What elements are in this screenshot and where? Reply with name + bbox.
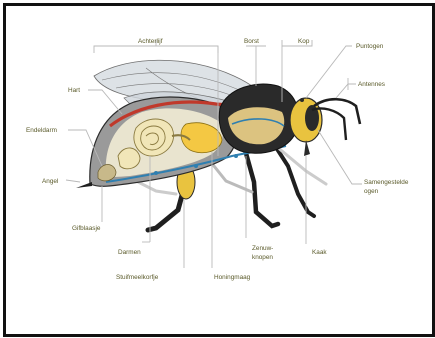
ocelli: [300, 98, 304, 102]
label-honingmaag: Honingmaag: [214, 274, 251, 281]
thorax: [219, 84, 298, 153]
label-zenuwknopen-line2: knopen: [252, 254, 273, 261]
label-zenuwknopen-line1: Zenuw-: [252, 245, 273, 252]
label-endeldarm: Endeldarm: [26, 127, 57, 134]
label-hart: Hart: [68, 87, 80, 94]
diagram-canvas: Achterlijf Borst Kop Puntogen Antennes H…: [6, 6, 432, 334]
label-kaak: Kaak: [312, 249, 327, 256]
head: [290, 98, 360, 156]
label-samengestelde-ogen-line1: Samengestelde: [364, 179, 409, 186]
label-angel: Angel: [42, 178, 58, 185]
diagram-frame: Achterlijf Borst Kop Puntogen Antennes H…: [3, 3, 435, 337]
bee-anatomy-diagram: Achterlijf Borst Kop Puntogen Antennes H…: [6, 6, 432, 334]
label-achterlijf: Achterlijf: [138, 38, 163, 45]
label-samengestelde-ogen-line2: ogen: [364, 188, 379, 195]
label-darmen: Darmen: [118, 249, 141, 256]
label-puntogen: Puntogen: [356, 43, 384, 50]
label-antennes: Antennes: [358, 81, 385, 88]
label-gifblaasje: Gifblaasje: [72, 225, 101, 232]
label-kop: Kop: [298, 38, 310, 45]
label-stuifmeelkorfje: Stuifmeelkorfje: [116, 274, 159, 281]
label-borst: Borst: [244, 38, 259, 45]
